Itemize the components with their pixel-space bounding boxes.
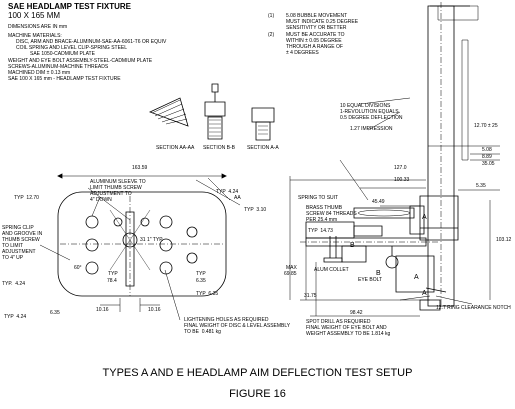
eyebolt-label: EYE BOLT xyxy=(358,277,383,283)
dimension-label: 98.42 xyxy=(350,310,363,316)
angle-label: 31 1" TYP. xyxy=(140,237,164,243)
section-bb-shape xyxy=(205,84,225,139)
note-1-line: MUST INDICATE 0.25 DEGREE xyxy=(286,19,359,25)
note-1-number: (1) xyxy=(268,13,275,19)
clip-note: SPRING CLIP xyxy=(2,225,34,231)
clip-note: AND GROOVE IN xyxy=(2,231,43,237)
materials-line: COIL SPRING AND LEVEL CLIP-SPRING STEEL xyxy=(16,45,128,51)
dimension-label: TYP 4.24 xyxy=(4,314,27,320)
sleeve-note: ADJUSTMENT TO xyxy=(90,191,132,197)
dimension-label: 8.89 xyxy=(482,154,492,160)
divisions-note: 10 EQUAL DIVISIONS xyxy=(340,103,391,109)
dimension-label: 100.33 xyxy=(394,177,410,183)
spot-note: SPOT DRILL AS REQUIRED xyxy=(306,319,371,325)
note-1-line: 5.08 BUBBLE MOVEMENT xyxy=(286,13,348,19)
note-2-line: THROUGH A RANGE OF xyxy=(286,44,343,50)
side-dimensions xyxy=(290,98,500,316)
materials-line: SAE 100 X 165 mm - HEADLAMP TEST FIXTURE xyxy=(8,76,121,82)
section-aa-label: SECTION AA-AA xyxy=(156,145,195,151)
fixture-title: SAE HEADLAMP TEST FIXTURE xyxy=(8,2,131,11)
dimensions-note: DIMENSIONS ARE IN mm xyxy=(8,24,68,30)
dimension-label: 6.35 xyxy=(196,278,206,284)
plan-leaders xyxy=(40,188,180,320)
section-marker-a: A xyxy=(422,290,427,297)
figure-number: FIGURE 16 xyxy=(229,388,286,400)
section-marker-b: B xyxy=(376,270,381,277)
dimension-label: TYP. 4.24 xyxy=(2,281,25,287)
clip-note: TO LIMIT xyxy=(2,243,24,249)
dimension-label: TYP xyxy=(108,271,118,277)
brass-note: BRASS THUMB xyxy=(306,205,343,211)
dimension-label: 5.08 xyxy=(482,147,492,153)
dimension-label: TYP 14.73 xyxy=(308,228,333,234)
dimension-label: TYP xyxy=(196,271,206,277)
materials-line: WEIGHT AND EYE BOLT ASSEMBLY-STEEL-CADMI… xyxy=(8,58,153,64)
clip-note: TO 4" UP xyxy=(2,255,24,261)
brass-note: PER 25.4 mm xyxy=(306,217,338,223)
collet-label: ALUM COLLET xyxy=(314,267,349,273)
fixture-size: 100 X 165 MM xyxy=(8,11,61,20)
brass-note: SCREW 84 THREADS xyxy=(306,211,357,217)
dimension-label: 163.59 xyxy=(132,165,148,171)
dimension-label: 10.16 xyxy=(148,307,161,313)
materials-line: SCREWS-ALUMINUM-MACHINE THREADS xyxy=(8,64,109,70)
dimension-label: TYP 12.70 xyxy=(14,195,39,201)
section-marker-a: A xyxy=(422,214,427,221)
dimension-label: 127.0 xyxy=(394,165,407,171)
sleeve-note: ALUMINUM SLEEVE TO xyxy=(90,179,146,185)
section-bb-label: SECTION B-B xyxy=(203,145,235,151)
dimension-label: 35.05 xyxy=(482,161,495,167)
sleeve-note: 4" DOWN xyxy=(90,197,112,203)
holes-note: LIGHTENING HOLES AS REQUIRED xyxy=(184,317,269,323)
ring-notch-label: 12.7 RING CLEARANCE NOTCH xyxy=(436,305,511,311)
divisions-note: 1-REVOLUTION EQUALS xyxy=(340,109,399,115)
side-elevation-view xyxy=(300,2,478,310)
disc-plan-view xyxy=(58,174,240,312)
materials-line: DISC, ARM AND BRACE-ALUMINUM-SAE-AA-6061… xyxy=(16,39,167,45)
spring-note: SPRING TO SUIT xyxy=(298,195,339,201)
impression-note: 1.27 IMPRESSION xyxy=(350,126,393,132)
section-a-label: SECTION A-A xyxy=(247,145,279,151)
section-cut-label: AA xyxy=(234,195,241,201)
dimension-label: TYP 3.10 xyxy=(244,207,267,213)
angle-label: 60° xyxy=(74,265,82,271)
dimension-label: 31.75 xyxy=(304,293,317,299)
materials-line: MACHINED DIM ± 0.13 mm xyxy=(8,70,71,76)
materials-heading: MACHINE MATERIALS: xyxy=(8,33,62,39)
clip-note: ADJUSTMENT xyxy=(2,249,36,255)
divisions-note: 0.5 DEGREE DEFLECTION xyxy=(340,115,403,121)
section-a-shape xyxy=(252,108,274,140)
dimension-label: MAX xyxy=(286,265,297,271)
dimension-label: 10.16 xyxy=(96,307,109,313)
sleeve-note: LIMIT THUMB SCREW xyxy=(90,185,142,191)
note-2-line: MUST BE ACCURATE TO xyxy=(286,32,345,38)
holes-note: FINAL WEIGHT OF DISC & LEVEL ASSEMBLY xyxy=(184,323,291,329)
spot-note: WEIGHT ASSEMBLY TO BE 1.814 kg xyxy=(306,331,391,337)
dimension-label: 103.12 xyxy=(496,237,512,243)
figure-caption: TYPES A AND E HEADLAMP AIM DEFLECTION TE… xyxy=(102,367,413,379)
dimension-label: TYP 4.24 xyxy=(216,189,239,195)
dimension-label: 69.85 xyxy=(284,271,297,277)
dimension-label: 12.70 ± 25 xyxy=(474,123,498,129)
section-marker-b: B xyxy=(350,242,355,249)
dimension-label: 6.35 xyxy=(50,310,60,316)
clip-note: THUMB SCREW xyxy=(2,237,40,243)
note-2-number: (2) xyxy=(268,32,275,38)
dimension-label: 45.49 xyxy=(372,199,385,205)
spot-note: FINAL WEIGHT OF EYE BOLT AND xyxy=(306,325,387,331)
dimension-label: 5.35 xyxy=(476,183,486,189)
note-2-line: ± 4 DEGREES xyxy=(286,50,319,56)
materials-line: SAE 1050-CADMIUM PLATE xyxy=(30,51,95,57)
dimension-label: TYP 6.35 xyxy=(196,291,219,297)
dimension-label: 78.4 xyxy=(107,278,117,284)
holes-note: TO BE 0.481 kg xyxy=(184,329,221,335)
section-aa-shape xyxy=(150,98,188,126)
section-marker-a: A xyxy=(414,274,419,281)
note-1-line: SENSITIVITY OR BETTER xyxy=(286,25,347,31)
note-2-line: WITHIN ± 0.05 DEGREE xyxy=(286,38,342,44)
